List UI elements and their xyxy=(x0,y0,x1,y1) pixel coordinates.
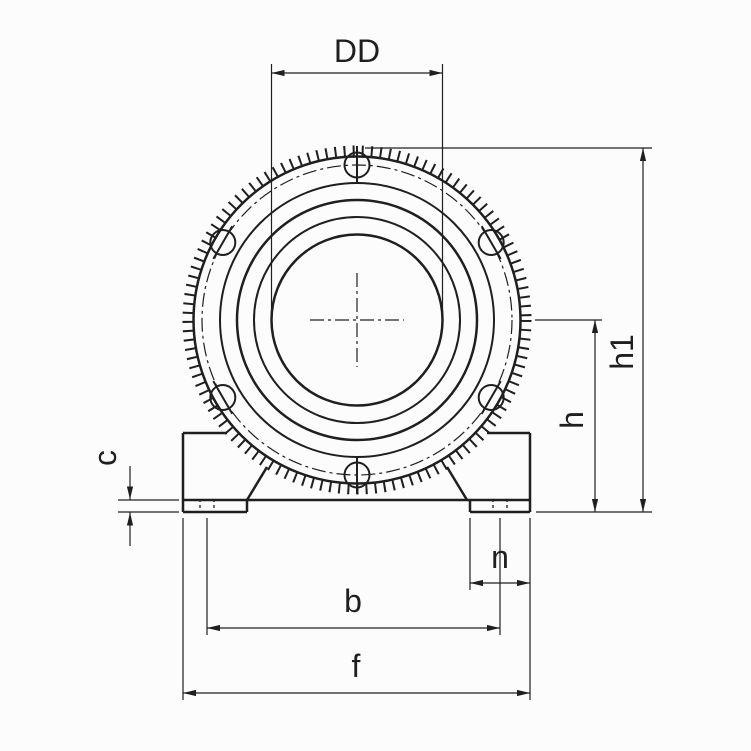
screw-head xyxy=(477,229,505,256)
dimension-c: c xyxy=(87,450,179,546)
spigot-circle xyxy=(253,216,461,424)
foot-pad-right xyxy=(468,499,530,514)
flange-screws xyxy=(209,146,505,494)
flange-face xyxy=(182,145,532,495)
dim-label-h: h xyxy=(554,411,590,429)
dimension-b: b xyxy=(206,518,501,635)
screw-lower-right xyxy=(477,380,505,415)
screw-upper-left xyxy=(209,225,237,260)
screw-head xyxy=(209,384,237,411)
dim-label-dd: DD xyxy=(334,33,380,69)
dimension-dd: DD xyxy=(270,33,444,312)
screw-slot xyxy=(480,225,502,260)
foot-pad-left xyxy=(183,499,249,514)
screw-upper-right xyxy=(477,225,505,260)
dim-label-c: c xyxy=(87,450,123,466)
screw-slot xyxy=(212,225,234,260)
dim-label-b: b xyxy=(344,583,362,619)
serrated-rim-ticks xyxy=(182,145,532,495)
screw-top xyxy=(343,146,371,184)
flange-step-circle-mid xyxy=(235,198,479,442)
dimension-f: f xyxy=(182,518,531,700)
flange-step-circle-outer xyxy=(219,182,495,458)
rim-circle xyxy=(192,155,522,485)
dim-label-h1: h1 xyxy=(604,334,640,370)
right-gusset xyxy=(445,466,469,501)
screw-bottom xyxy=(343,456,371,494)
bolt-circle xyxy=(201,164,513,476)
screw-lower-left xyxy=(209,380,237,415)
left-gusset xyxy=(245,466,269,501)
screw-slot xyxy=(480,380,502,415)
dimension-h1: h1 xyxy=(365,147,652,513)
dim-label-f: f xyxy=(352,648,361,684)
screw-slot xyxy=(212,380,234,415)
screw-head xyxy=(209,229,237,256)
screw-head xyxy=(477,384,505,411)
bore-circle xyxy=(270,233,444,407)
housing-body xyxy=(181,431,532,514)
dimension-h: h xyxy=(535,319,602,512)
